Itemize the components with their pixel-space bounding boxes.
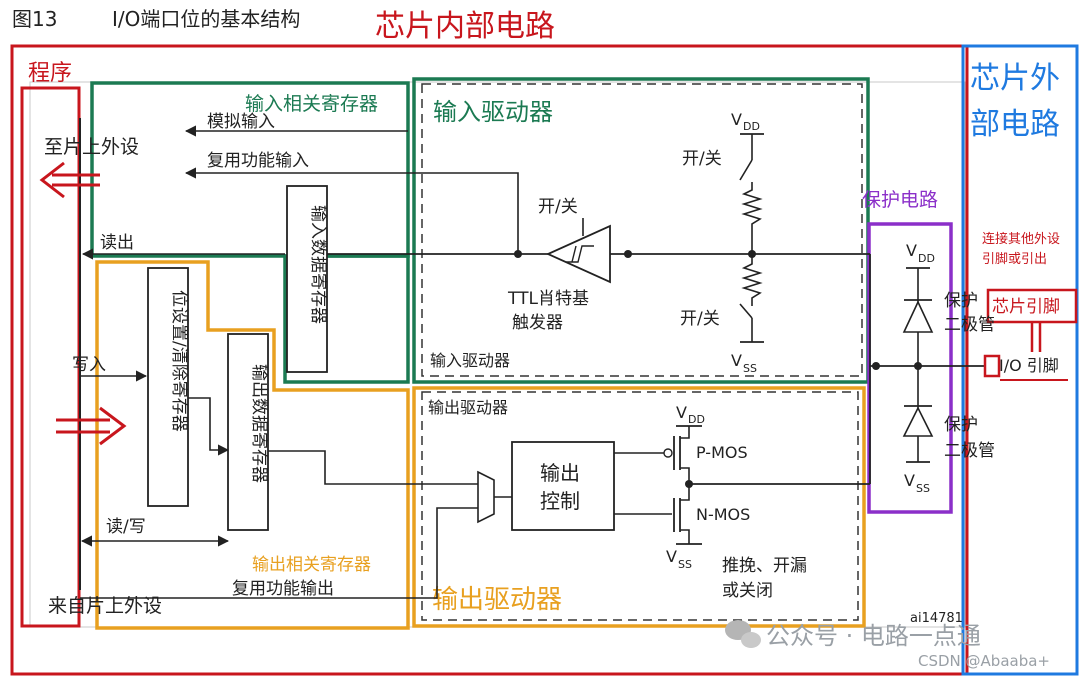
pmos-vdd-sub: DD (688, 413, 705, 426)
chip-external-box (961, 44, 1079, 676)
alt-input-label: 复用功能输入 (207, 151, 309, 171)
connect-note-1: 连接其他外设 (982, 231, 1060, 247)
vdd-label: V (731, 110, 742, 129)
figure-code: ai14781 (910, 611, 963, 626)
output-control-label-2: 控制 (540, 489, 580, 513)
prot-vdd-label: V (906, 241, 917, 260)
from-peripheral-label: 来自片上外设 (48, 595, 162, 617)
output-driver-box (412, 386, 866, 628)
chip-internal-box (10, 44, 969, 676)
upper-diode-icon (902, 299, 934, 333)
push-pull-label-2: 或关闭 (722, 581, 773, 601)
program-label: 程序 (28, 61, 72, 86)
upper-diode-label-1: 保护 (944, 291, 978, 311)
lower-diode-label-2: 二极管 (944, 441, 995, 461)
vdd-sub: DD (743, 120, 760, 133)
chip-pin-label: 芯片引脚 (992, 297, 1060, 317)
connect-note-2: 引脚或引出 (982, 251, 1047, 267)
watermark-brand: 公众号 · 电路一点通 (766, 622, 981, 650)
figure-number: 图13 (12, 7, 57, 31)
lower-diode-label-1: 保护 (944, 415, 978, 435)
mux-icon (477, 470, 495, 524)
output-data-register-label: 输出数据寄存器 (249, 364, 269, 483)
pulldown-resistor-icon (741, 254, 763, 306)
upper-diode-label-2: 二极管 (944, 315, 995, 335)
chip-internal-title: 芯片内部电路 (375, 9, 555, 44)
schmitt-label-2: 触发器 (512, 313, 563, 333)
prot-vss-sub: SS (916, 482, 930, 495)
pulldown-on-off-label: 开/关 (680, 309, 720, 329)
wechat-icon (725, 620, 761, 648)
output-data-register (227, 333, 269, 531)
input-driver-dashed (421, 83, 863, 377)
input-regs-label: 输入相关寄存器 (245, 93, 378, 115)
prot-vdd-sub: DD (918, 252, 935, 265)
read-label: 读出 (100, 233, 134, 253)
junction-dot (514, 250, 522, 258)
schmitt-label-1: TTL肖特基 (507, 289, 589, 309)
protection-label: 保护电路 (862, 189, 938, 211)
schmitt-on-off-label: 开/关 (538, 197, 578, 217)
pullup-on-off-label: 开/关 (682, 149, 722, 169)
watermark-csdn: CSDN @Abaaba+ (918, 652, 1050, 670)
write-label: 写入 (72, 355, 106, 375)
nmos-transistor-icon (673, 484, 690, 544)
input-driver-small-label: 输入驱动器 (430, 351, 510, 370)
nmos-label: N-MOS (696, 505, 750, 524)
program-box (20, 86, 81, 628)
odr-to-mux-line (268, 450, 478, 485)
input-regs-box-top (90, 81, 410, 258)
input-data-register-label: 输入数据寄存器 (308, 205, 328, 324)
io-pin-label: I/O 引脚 (999, 356, 1059, 375)
pmos-vdd-label: V (676, 403, 687, 422)
analog-input-label: 模拟输入 (207, 112, 275, 132)
bsrr-to-odr-line (188, 397, 230, 456)
vss-label: V (731, 351, 742, 370)
alt-input-line (184, 167, 519, 254)
figure-title: I/O端口位的基本结构 (112, 7, 300, 31)
bsrr-register (147, 267, 189, 507)
output-regs-label: 输出相关寄存器 (252, 555, 371, 575)
external-label-2: 部电路 (970, 107, 1060, 142)
output-driver-small-label: 输出驱动器 (428, 398, 508, 417)
read-write-label: 读/写 (106, 517, 146, 537)
push-pull-label-1: 推挽、开漏 (722, 556, 807, 576)
input-data-register (286, 185, 328, 373)
to-peripheral-label: 至片上外设 (44, 136, 139, 158)
input-driver-label: 输入驱动器 (433, 98, 553, 126)
schmitt-trigger-icon (545, 218, 611, 284)
prot-vss-label: V (904, 471, 915, 490)
alt-output-line (80, 507, 478, 599)
pullup-switch-icon (739, 159, 753, 181)
vss-sub: SS (743, 362, 757, 375)
output-driver-label: 输出驱动器 (432, 585, 562, 615)
output-control-block (511, 441, 615, 531)
output-regs-box (95, 260, 410, 630)
pmos-label: P-MOS (696, 443, 748, 462)
output-control-label-1: 输出 (540, 461, 580, 485)
pullup-resistor-icon (741, 182, 763, 254)
alt-output-label: 复用功能输出 (232, 579, 334, 599)
pulldown-switch-icon (739, 303, 753, 319)
io-pin-pad (983, 354, 1001, 378)
pmos-transistor-icon (673, 426, 690, 484)
input-regs-box-bottom (283, 254, 410, 384)
external-label-1: 芯片外 (970, 61, 1060, 96)
pmos-bubble-icon (663, 448, 673, 458)
lower-diode-icon (902, 405, 934, 437)
nmos-vss-sub: SS (678, 558, 692, 571)
bsrr-register-label: 位设置/清除寄存器 (169, 290, 189, 432)
output-driver-dashed (421, 391, 859, 621)
nmos-vss-label: V (666, 547, 677, 566)
protection-box (867, 222, 953, 514)
in-arrow-icon (56, 406, 127, 446)
out-arrow-icon (39, 161, 100, 199)
junction-dot (624, 250, 632, 258)
